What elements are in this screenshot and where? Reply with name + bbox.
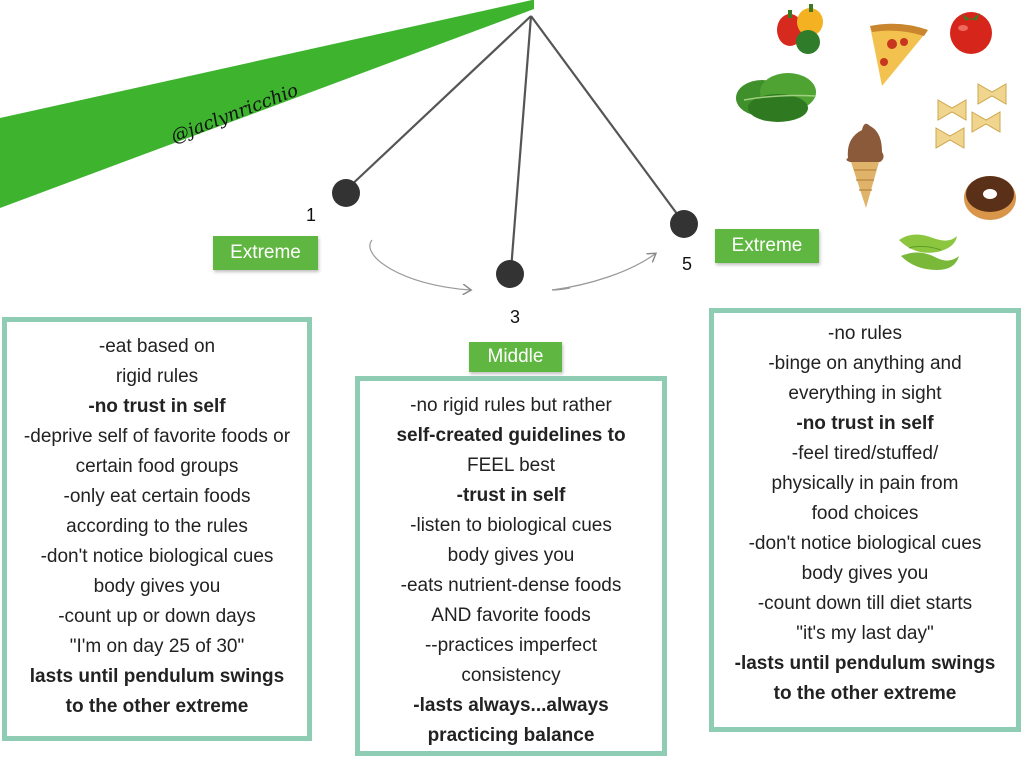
box-line: -don't notice biological cues (748, 533, 982, 554)
box-line: "I'm on day 25 of 30" (69, 636, 245, 657)
box-line: "it's my last day" (796, 623, 934, 644)
box-line: AND favorite foods (431, 605, 591, 626)
box-line: -binge on anything and (768, 353, 962, 374)
pendulum-ball-middle (496, 260, 524, 288)
box-line: --practices imperfect (424, 635, 598, 656)
box-line: consistency (461, 665, 561, 686)
right-extreme-box: -no rules -binge on anything and everyth… (709, 308, 1021, 732)
box-line: -only eat certain foods (63, 486, 251, 507)
box-line: physically in pain from (771, 473, 959, 494)
bell-peppers-icon (777, 4, 823, 54)
position-number-3: 3 (510, 307, 521, 327)
box-line: -listen to biological cues (410, 515, 612, 536)
tomato-icon (950, 12, 992, 54)
edamame-icon (899, 234, 959, 270)
box-line: body gives you (447, 545, 575, 566)
box-line: -no rules (828, 323, 902, 344)
box-line: body gives you (801, 563, 929, 584)
box-line: lasts until pendulum swings (29, 666, 285, 687)
box-line: -lasts always...always (413, 695, 609, 716)
box-line: everything in sight (788, 383, 942, 404)
box-line: -count up or down days (58, 606, 256, 627)
box-line: rigid rules (115, 366, 199, 387)
donut-icon (964, 176, 1016, 220)
extreme-tag-left: Extreme (213, 236, 318, 270)
swing-arrow-left (369, 239, 470, 290)
box-line: -eats nutrient-dense foods (400, 575, 622, 596)
box-line: certain food groups (75, 456, 239, 477)
box-line: FEEL best (466, 455, 555, 476)
box-line: -count down till diet starts (757, 593, 973, 614)
banner-shape (0, 0, 534, 208)
box-line: practicing balance (427, 725, 595, 746)
title-banner: Food Mindsets (0, 0, 560, 230)
box-line: -eat based on (98, 336, 216, 357)
pendulum-ball-left (332, 179, 360, 207)
pendulum-ball-right (670, 210, 698, 238)
box-line: -deprive self of favorite foods or (23, 426, 291, 447)
middle-box: -no rigid rules but rather self-created … (355, 376, 667, 756)
position-number-5: 5 (682, 254, 693, 274)
box-line: -no rigid rules but rather (410, 395, 612, 416)
box-line: -don't notice biological cues (40, 546, 274, 567)
box-line: to the other extreme (65, 696, 249, 717)
box-line: -feel tired/stuffed/ (791, 443, 939, 464)
pizza-slice-icon (870, 23, 928, 86)
box-line: food choices (811, 503, 919, 524)
bowtie-pasta-icon (935, 83, 1007, 149)
box-line: according to the rules (66, 516, 248, 537)
box-line: -no trust in self (88, 396, 226, 417)
swing-arrow-right (551, 254, 655, 291)
left-extreme-box: -eat based on rigid rules -no trust in s… (2, 317, 312, 741)
box-line: -trust in self (456, 485, 566, 506)
middle-tag: Middle (469, 342, 562, 372)
spinach-icon (736, 73, 817, 122)
pendulum-strings (345, 15, 684, 271)
box-line: -no trust in self (796, 413, 934, 434)
box-line: self-created guidelines to (396, 425, 626, 446)
position-number-1: 1 (306, 205, 317, 225)
extreme-tag-right: Extreme (715, 229, 819, 263)
ice-cream-cone-icon (846, 123, 884, 208)
box-line: -lasts until pendulum swings (734, 653, 996, 674)
box-line: body gives you (93, 576, 221, 597)
box-line: to the other extreme (773, 683, 957, 704)
